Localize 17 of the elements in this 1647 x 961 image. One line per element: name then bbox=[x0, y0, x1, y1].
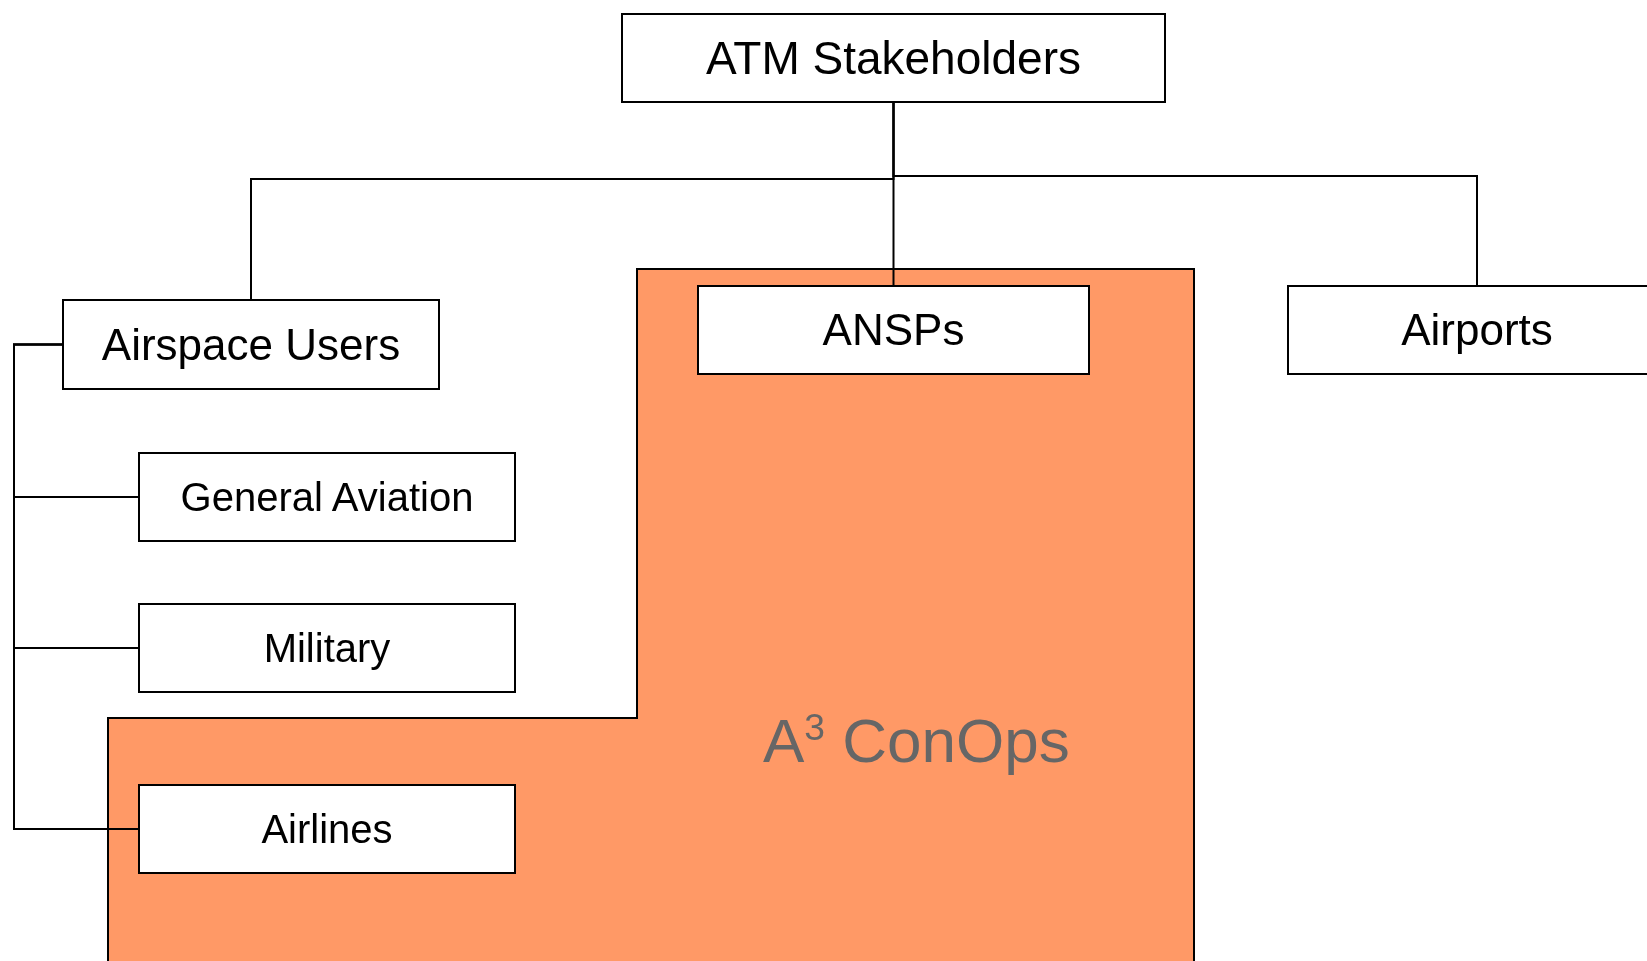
connector-line bbox=[13, 343, 139, 830]
stakeholder-box bbox=[138, 452, 516, 542]
stakeholder-box bbox=[621, 13, 1166, 103]
region-label: A$^{3}$ ConOps bbox=[763, 705, 1070, 776]
box-label: Airlines bbox=[261, 806, 393, 852]
box-label: General Aviation bbox=[180, 474, 474, 520]
stakeholder-box bbox=[138, 603, 516, 693]
stakeholder-box bbox=[1287, 285, 1647, 375]
stakeholder-box bbox=[62, 299, 440, 390]
box-label: ATM Stakeholders bbox=[706, 31, 1081, 85]
box-label: Military bbox=[263, 625, 391, 671]
connector-line bbox=[892, 102, 1478, 286]
stakeholder-box bbox=[138, 784, 516, 874]
box-label: ANSPs bbox=[822, 305, 965, 355]
stakeholder-box bbox=[697, 285, 1090, 375]
box-label: Airspace Users bbox=[101, 319, 401, 370]
box-label: Airports bbox=[1401, 305, 1553, 355]
